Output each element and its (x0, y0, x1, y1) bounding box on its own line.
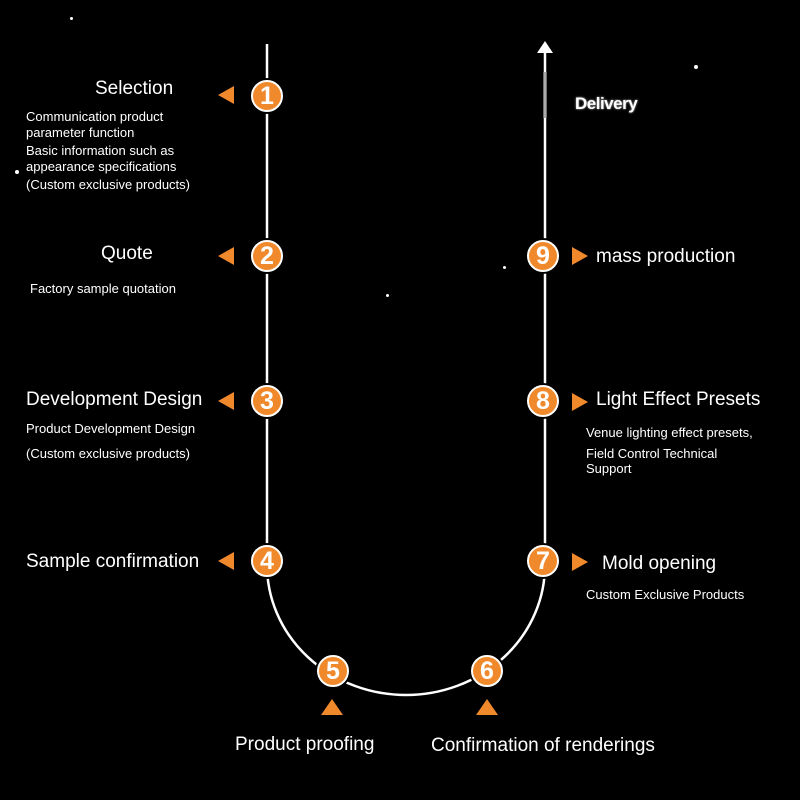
step-7-badge: 7 (527, 545, 559, 577)
star-decoration (386, 294, 389, 297)
step-8-badge: 8 (527, 385, 559, 417)
step-6-badge: 6 (471, 655, 503, 687)
step-6-title: Confirmation of renderings (431, 735, 655, 756)
step-4-title: Sample confirmation (26, 551, 200, 572)
delivery-arrowhead-icon (537, 41, 553, 53)
step-6-arrow-icon (476, 699, 498, 715)
step-1-desc-line-3: (Custom exclusive products) (26, 177, 190, 192)
star-decoration (15, 170, 19, 174)
star-decoration (694, 65, 698, 69)
step-1-arrow-icon (218, 86, 234, 104)
step-8-title: Light Effect Presets (596, 389, 761, 410)
step-8-arrow-icon (572, 393, 588, 411)
step-3-desc-line-2: (Custom exclusive products) (26, 446, 190, 461)
step-7-desc-line-1: Custom Exclusive Products (586, 587, 745, 602)
step-8-desc-line-1: Venue lighting effect presets, (586, 425, 753, 440)
step-9-title: mass production (596, 246, 736, 267)
step-1-title: Selection (95, 78, 174, 99)
delivery-glow (543, 72, 547, 118)
step-1-desc-line-2: Basic information such as appearance spe… (26, 143, 177, 174)
step-8-desc-line-2: Field Control Technical Support (586, 446, 718, 476)
step-3-arrow-icon (218, 392, 234, 410)
step-5-arrow-icon (321, 699, 343, 715)
step-9-badge: 9 (527, 240, 559, 272)
flow-path (265, 44, 547, 697)
step-2-title: Quote (101, 243, 153, 264)
step-2-badge: 2 (251, 240, 283, 272)
step-4-badge: 4 (251, 545, 283, 577)
star-decoration (70, 17, 73, 20)
step-3-title: Development Design (26, 389, 203, 410)
step-5-title: Product proofing (235, 734, 375, 755)
step-7-title: Mold opening (602, 553, 717, 574)
step-3-desc-line-1: Product Development Design (26, 421, 196, 436)
step-4-arrow-icon (218, 552, 234, 570)
step-1-desc-line-1: Communication product parameter function (26, 109, 164, 140)
step-2-desc-line-1: Factory sample quotation (30, 281, 176, 296)
delivery-label: Delivery (575, 94, 638, 113)
step-2-arrow-icon (218, 247, 234, 265)
step-9-arrow-icon (572, 247, 588, 265)
star-decoration (503, 266, 506, 269)
step-7-arrow-icon (572, 553, 588, 571)
step-3-badge: 3 (251, 385, 283, 417)
step-1-badge: 1 (251, 80, 283, 112)
step-5-badge: 5 (317, 655, 349, 687)
